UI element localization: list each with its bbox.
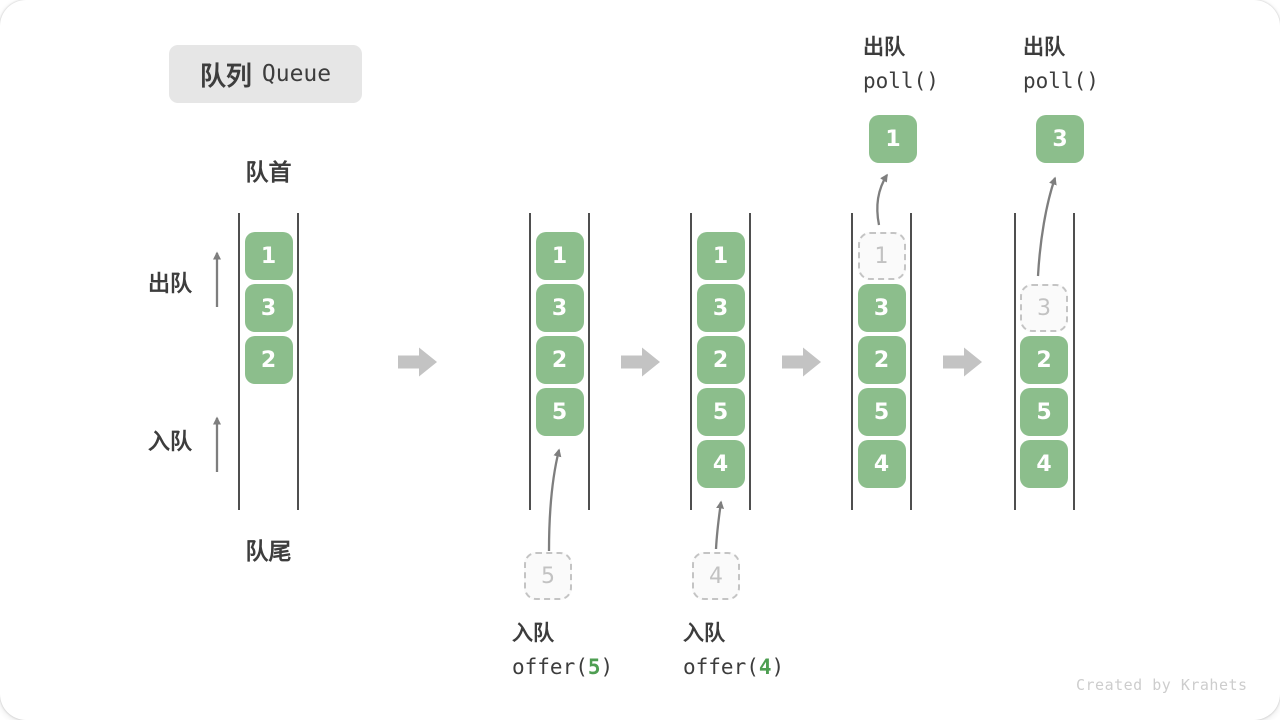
queue-cell: 4 [1020, 440, 1068, 488]
queue-wall-left [690, 213, 692, 510]
staged-cell: 5 [524, 552, 572, 600]
enqueue-op-label-group: 入队 offer(5) [512, 617, 613, 679]
enqueue-op-label-group: 入队 offer(4) [683, 617, 784, 679]
queue-cell: 1 [535, 232, 584, 280]
queue-cell: 5 [535, 388, 584, 436]
dequeue-arrow-poll1 [876, 173, 888, 226]
dequeue-op-code: poll() [1023, 69, 1099, 93]
dequeue-op-code: poll() [863, 69, 939, 93]
queue-wall-right [588, 213, 590, 510]
dequeue-op-label: 出队 [863, 35, 905, 59]
queue-cell: 3 [244, 284, 293, 332]
dequeue-arrow-poll3 [1036, 176, 1057, 277]
queue-cell: 2 [1020, 336, 1068, 384]
watermark: Created by Krahets [1076, 676, 1248, 694]
block-arrow-icon [621, 346, 661, 378]
queue-wall-left [238, 213, 240, 510]
queue-cell: 1 [696, 232, 745, 280]
queue-cell: 3 [857, 284, 906, 332]
block-arrow-icon [942, 346, 983, 378]
queue-rear-label: 队尾 [245, 539, 292, 565]
queue-cell: 4 [696, 440, 745, 488]
code-pre: offer( [683, 655, 759, 679]
enqueue-side-label: 入队 [147, 430, 192, 455]
code-post: ) [771, 655, 785, 679]
queue-cell: 1 [244, 232, 293, 280]
queue-cell: 4 [857, 440, 906, 488]
enqueue-op-code: offer(5) [512, 655, 613, 679]
queue-cell: 2 [857, 336, 906, 384]
queue-cell: 2 [696, 336, 745, 384]
title-zh: 队列 [199, 61, 252, 92]
title-en: Queue [261, 61, 332, 87]
enqueue-arrow-offer4 [714, 500, 725, 550]
queue-wall-right [297, 213, 299, 510]
enqueue-arrow-offer5 [547, 448, 562, 552]
enqueue-op-label: 入队 [683, 621, 725, 645]
queue-wall-right [1072, 213, 1075, 510]
queue-cell: 5 [857, 388, 906, 436]
queue-wall-right [749, 213, 751, 510]
dequeue-op-label-group: 出队 poll() [1023, 31, 1099, 93]
queue-wall-left [529, 213, 531, 510]
queue-cell: 5 [696, 388, 745, 436]
queue-cell: 2 [535, 336, 584, 384]
dequeue-op-label-group: 出队 poll() [863, 31, 939, 93]
queue-cell-ghost: 1 [857, 232, 906, 280]
title-badge: 队列 Queue [169, 45, 362, 103]
staged-cell: 4 [692, 552, 740, 600]
popped-cell: 1 [869, 115, 917, 163]
queue-wall-left [1013, 213, 1016, 510]
queue-cell: 2 [244, 336, 293, 384]
enqueue-op-code: offer(4) [683, 655, 784, 679]
code-pre: offer( [512, 655, 588, 679]
queue-cell-ghost: 3 [1020, 284, 1068, 332]
popped-cell: 3 [1036, 115, 1084, 163]
queue-cell: 3 [535, 284, 584, 332]
queue-cell: 3 [696, 284, 745, 332]
queue-front-label: 队首 [245, 160, 292, 186]
code-arg: 4 [758, 655, 772, 679]
queue-wall-left [851, 213, 853, 510]
dequeue-op-label: 出队 [1023, 35, 1065, 59]
code-post: ) [600, 655, 614, 679]
dequeue-side-label: 出队 [147, 272, 192, 297]
code-arg: 5 [587, 655, 601, 679]
block-arrow-icon [781, 346, 822, 378]
block-arrow-icon [397, 346, 438, 378]
queue-wall-right [910, 213, 912, 510]
enqueue-op-label: 入队 [512, 621, 554, 645]
queue-cell: 5 [1020, 388, 1068, 436]
